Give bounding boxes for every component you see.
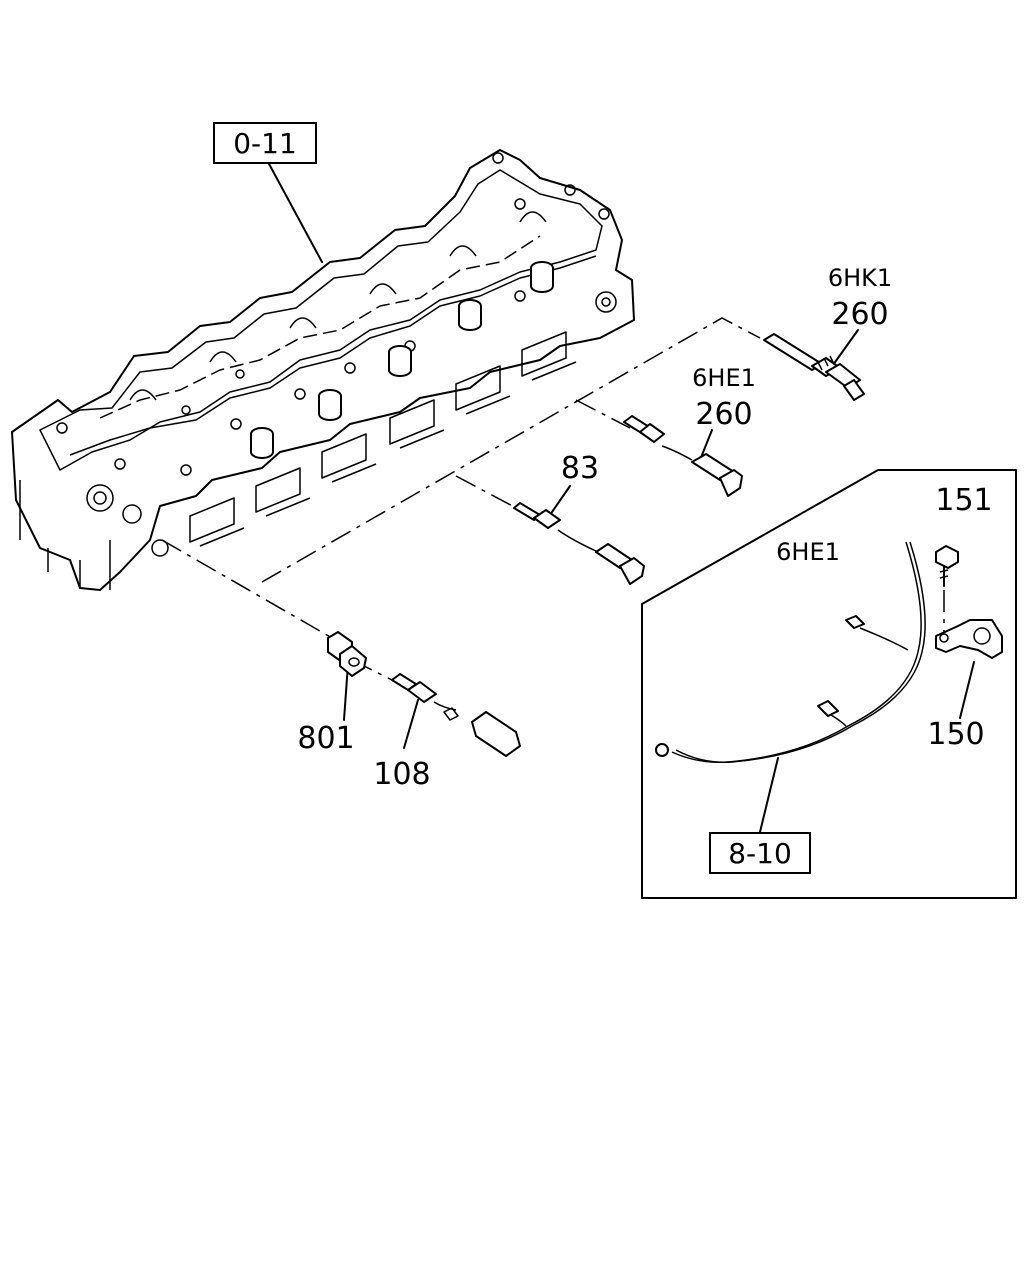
- wiring-harness-drawing: [655, 541, 926, 764]
- label-83: 83: [561, 451, 599, 486]
- label-150: 150: [927, 717, 984, 752]
- ref-box-8-10: 8-10: [709, 832, 811, 874]
- leader-83: [551, 485, 571, 513]
- label-108: 108: [373, 757, 430, 792]
- label-6hk1-260: 260: [831, 297, 888, 332]
- label-inset-variant: 6HE1: [776, 538, 840, 566]
- sensor-6hk1-260-drawing: [763, 333, 865, 401]
- inset-leaders: [759, 661, 975, 833]
- dash-6he1-260: [575, 399, 631, 429]
- sensor-83-drawing: [513, 502, 645, 585]
- label-801: 801: [297, 721, 354, 756]
- bolt-151-drawing: [935, 545, 959, 632]
- label-6he1-variant: 6HE1: [692, 364, 756, 392]
- leader-lines: [161, 161, 859, 749]
- bracket-150-drawing: [935, 619, 1003, 659]
- plug-801-drawing: [327, 631, 367, 677]
- leader-8-10: [759, 757, 779, 833]
- leader-150: [959, 661, 975, 719]
- label-151: 151: [935, 483, 992, 518]
- inset-frame: [641, 469, 1017, 899]
- label-6hk1-variant: 6HK1: [828, 264, 892, 292]
- sensor-108-drawing: [391, 673, 521, 757]
- label-0-11: 0-11: [233, 127, 297, 160]
- cylinder-head-drawing: [11, 149, 635, 591]
- leader-0-11: [267, 161, 323, 263]
- dash-83: [455, 475, 521, 511]
- leader-6he1-260: [699, 429, 713, 461]
- label-6he1-260: 260: [695, 397, 752, 432]
- sensor-6he1-260-drawing: [623, 415, 743, 497]
- label-8-10: 8-10: [728, 837, 792, 870]
- leader-108: [403, 699, 419, 749]
- ref-box-0-11: 0-11: [213, 122, 317, 164]
- dash-6hk1-260: [261, 317, 761, 583]
